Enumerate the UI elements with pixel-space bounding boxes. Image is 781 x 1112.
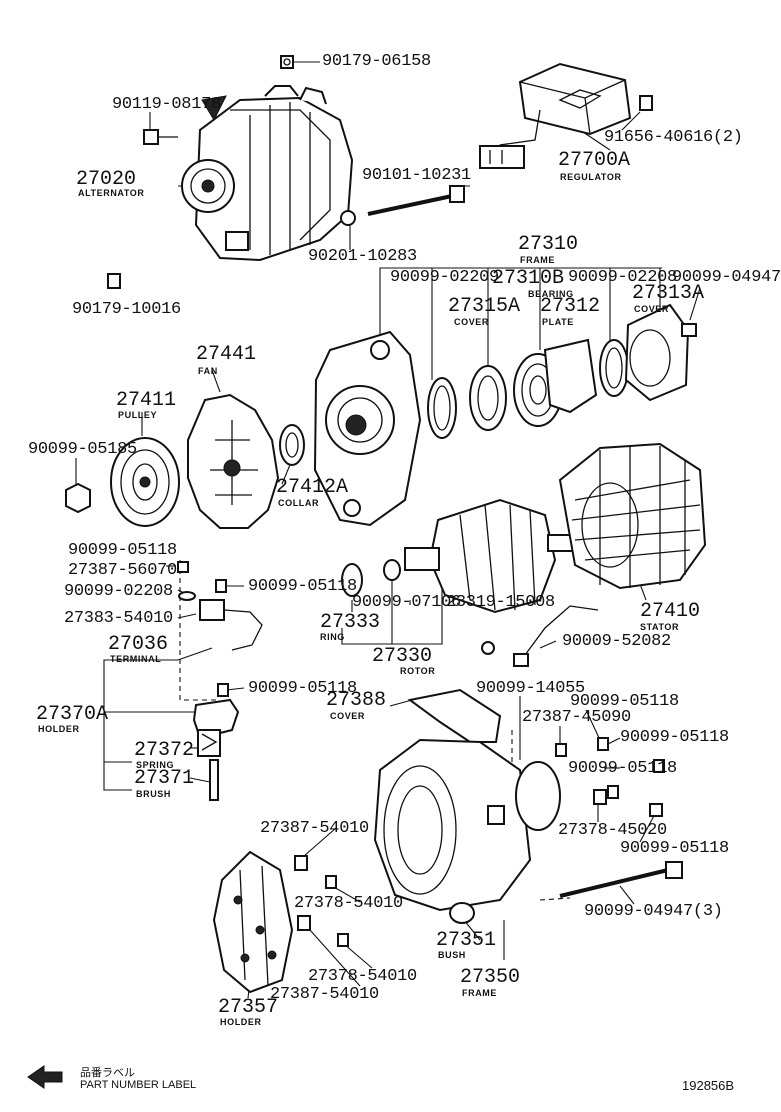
part-name-cover: COVER [330, 711, 366, 721]
part-code-27333: 27333 [320, 611, 381, 634]
part-name-plate: PLATE [542, 317, 574, 327]
rotor-stator-drawing [341, 442, 707, 667]
part-code-90099-04947: 90099-04947 [672, 268, 781, 287]
part-code-90101-10231: 90101-10231 [362, 166, 471, 185]
rear-frame-rectifier-drawing [212, 688, 683, 994]
part-code-90099-05118: 90099-05118 [68, 541, 177, 560]
part-name-regulator: REGULATOR [560, 172, 622, 182]
part-code-90179-10016: 90179-10016 [72, 300, 181, 319]
part-code-90099-05118: 90099-05118 [248, 577, 357, 596]
part-code-27036: 27036 [108, 633, 169, 656]
part-code-27371: 27371 [134, 767, 195, 790]
part-code-90179-06158: 90179-06158 [322, 52, 431, 71]
part-code-27372: 27372 [134, 739, 195, 762]
part-code-90099-07106: 90099-07106 [352, 593, 461, 612]
part-code-90009-52082: 90009-52082 [562, 632, 671, 651]
part-name-brush: BRUSH [136, 789, 172, 799]
part-name-alternator: ALTERNATOR [78, 188, 145, 198]
part-code-91656-40616: 91656-40616(2) [604, 128, 743, 147]
part-name-bush: BUSH [438, 950, 466, 960]
left-arrow-icon [27, 1065, 63, 1089]
part-code-27412a: 27412A [276, 476, 349, 499]
part-name-spring: SPRING [136, 760, 175, 770]
part-code-27387-54010: 27387-54010 [270, 985, 379, 1004]
part-code-27378-54010: 27378-54010 [308, 967, 417, 986]
part-code-27357: 27357 [218, 996, 279, 1019]
part-code-27313a: 27313A [632, 282, 705, 305]
part-code-27383-54010: 27383-54010 [64, 609, 173, 628]
exploded-parts-diagram: 90179-06158 90119-08178 91656-40616(2) 2… [27, 52, 781, 1093]
part-code-27310: 27310 [518, 233, 579, 256]
part-code-90201-10283: 90201-10283 [308, 247, 417, 266]
part-code-27388: 27388 [326, 689, 387, 712]
part-code-90119-08178: 90119-08178 [112, 95, 221, 114]
part-code-90099-04947-3: 90099-04947(3) [584, 902, 723, 921]
regulator-drawing [479, 62, 653, 169]
part-code-90099-05118: 90099-05118 [620, 839, 729, 858]
part-code-90099-02209: 90099-02209 [390, 268, 499, 287]
part-name-pulley: PULLEY [118, 410, 158, 420]
part-name-fan: FAN [198, 366, 218, 376]
part-code-27700a: 27700A [558, 149, 631, 172]
part-code-27378-45020: 27378-45020 [558, 821, 667, 840]
part-code-27370a: 27370A [36, 703, 109, 726]
part-name-collar: COLLAR [278, 498, 320, 508]
part-code-27350: 27350 [460, 966, 521, 989]
part-name-ring: RING [320, 632, 345, 642]
fan-pulley-collar-drawing [65, 393, 305, 529]
part-name-frame: FRAME [462, 988, 497, 998]
part-code-90099-05118: 90099-05118 [570, 692, 679, 711]
part-code-90099-02208: 90099-02208 [64, 582, 173, 601]
part-name-terminal: TERMINAL [110, 654, 162, 664]
leader-lines [75, 61, 701, 999]
part-code-27351: 27351 [436, 929, 497, 952]
part-code-27387-54010: 27387-54010 [260, 819, 369, 838]
part-code-27310b: 27310B [492, 267, 565, 290]
part-code-90099-05118: 90099-05118 [248, 679, 357, 698]
part-code-27387-56070: 27387-56070 [68, 561, 177, 580]
drive-frame-and-bearings-drawing [313, 303, 697, 527]
part-code-23319-15008: 23319-15008 [446, 593, 555, 612]
part-name-stator: STATOR [640, 622, 680, 632]
brush-holder-drawing [177, 561, 263, 801]
part-name-frame: FRAME [520, 255, 555, 265]
part-code-27020: 27020 [76, 168, 137, 191]
part-number-label-legend-en: PART NUMBER LABEL [80, 1079, 197, 1091]
part-name-rotor: ROTOR [400, 666, 436, 676]
part-code-27330: 27330 [372, 645, 433, 668]
part-code-90099-05185: 90099-05185 [28, 440, 137, 459]
part-code-90099-14055: 90099-14055 [476, 679, 585, 698]
alternator-assembly-drawing [107, 55, 465, 289]
part-code-90099-05118: 90099-05118 [568, 759, 677, 778]
part-code-27410: 27410 [640, 600, 701, 623]
part-name-bearing: BEARING [528, 289, 574, 299]
part-name-cover: COVER [634, 304, 670, 314]
part-code-90099-02208: 90099-02208 [568, 268, 677, 287]
figure-number: 192856B [682, 1078, 735, 1093]
part-code-27315a: 27315A [448, 295, 521, 318]
part-code-27441: 27441 [196, 343, 257, 366]
part-code-90099-05118: 90099-05118 [620, 728, 729, 747]
part-name-cover: COVER [454, 317, 490, 327]
part-name-holder: HOLDER [38, 724, 80, 734]
part-code-27411: 27411 [116, 389, 177, 412]
part-code-27378-54010: 27378-54010 [294, 894, 403, 913]
part-number-label-legend-jp: 品番ラベル [80, 1067, 135, 1079]
part-name-holder: HOLDER [220, 1017, 262, 1027]
part-code-27387-45090: 27387-45090 [522, 708, 631, 727]
diagram-artwork [27, 55, 707, 1089]
part-code-27312: 27312 [540, 295, 601, 318]
